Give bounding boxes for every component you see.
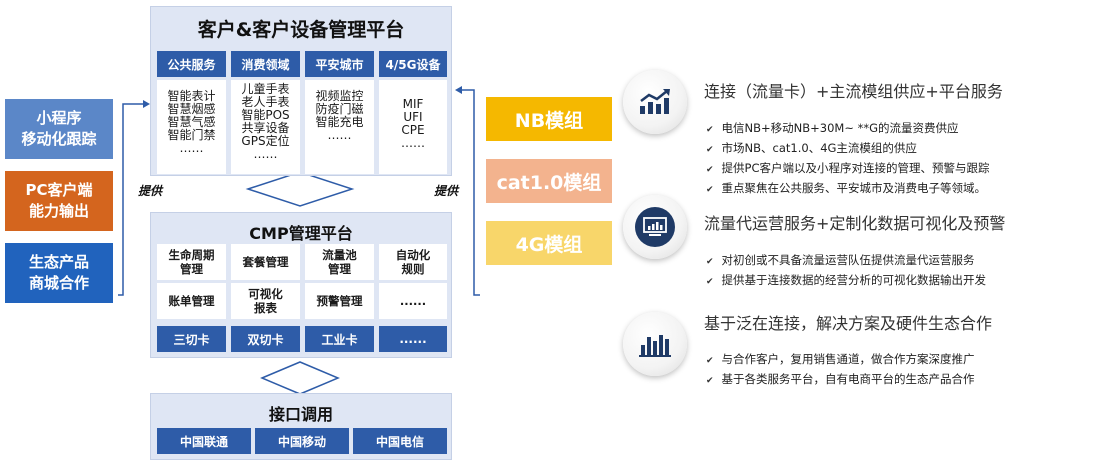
label-line: 生态产品 [28,253,89,271]
device-item: …… [401,136,425,150]
device-item: 共享设备 [241,121,290,135]
service-title: 基于泛在连接，解决方案及硬件生态合作 [704,314,993,333]
service-bullets: 电信NB+移动NB+30M~ **G的流量资费供应 市场NB、cat1.0、4G… [706,119,990,199]
operator-box: 中国电信 [353,428,447,454]
service-title: 连接（流量卡）+主流模组供应+平台服务 [704,82,1003,101]
bullet-item: 对初创或不具备流量运营队伍提供流量代运营服务 [706,251,986,271]
cmp-feature: 预警管理 [305,283,374,319]
device-item: 智能POS [241,108,290,122]
service-bullets: 与合作客户，复用销售通道，做合作方案深度推广 基于各类服务平台，自有电商平台的生… [706,350,975,390]
interface-panel: 接口调用 中国联通 中国移动 中国电信 [150,393,452,460]
service-bullets: 对初创或不具备流量运营队伍提供流量代运营服务 提供基于连接数据的经营分析的可视化… [706,251,987,291]
device-item: 老人手表 [241,95,290,109]
category-column: 智能表计 智慧烟感 智慧气感 智能门禁 …… [157,80,226,174]
device-item: GPS定位 [241,134,290,148]
device-item: MIF [402,97,424,111]
label-line: 能力输出 [28,202,89,220]
service-icon-circle [623,312,687,376]
provide-label-right: 提供 [434,184,459,198]
bullet-item: 电信NB+移动NB+30M~ **G的流量资费供应 [706,119,990,139]
header-consumer: 消费领域 [231,51,300,77]
cmp-title: CMP管理平台 [249,224,353,243]
bullet-item: 基于各类服务平台，自有电商平台的生态产品合作 [706,370,975,390]
label-line: PC客户端 [25,181,93,199]
cmp-platform: CMP管理平台 生命周期管理 套餐管理 流量池管理 自动化规则 账单管理 可视化… [150,212,452,358]
label-line: 商城合作 [28,274,89,292]
device-item: UFI [403,110,423,124]
bullet-item: 提供基于连接数据的经营分析的可视化数据输出开发 [706,271,987,291]
service-title: 流量代运营服务+定制化数据可视化及预警 [704,214,1006,233]
category-column: 儿童手表 老人手表 智能POS 共享设备 GPS定位 …… [231,80,300,174]
device-item: …… [179,141,204,155]
sim-card-type: 工业卡 [305,326,374,352]
icon-disc [635,207,675,247]
label-eco-products: 生态产品 商城合作 [5,243,113,303]
sim-card-type: ...... [379,326,447,352]
bullet-item: 重点聚焦在公共服务、平安城市及消费电子等领域。 [706,179,990,199]
device-item: CPE [401,123,425,137]
trend-chart-icon [640,89,670,114]
sim-card-type: 三切卡 [157,326,226,352]
cmp-feature: 自动化规则 [379,244,447,280]
cmp-feature: 套餐管理 [231,244,300,280]
provide-label-left: 提供 [138,184,163,198]
category-column: MIF UFI CPE …… [379,80,447,174]
device-item: 智慧气感 [167,115,216,129]
sim-card-type: 双切卡 [231,326,300,352]
bullet-item: 提供PC客户端以及小程序对连接的管理、预警与跟踪 [706,159,990,179]
header-4g5g: 4/5G设备 [379,51,447,77]
module-cat1: cat1.0模组 [486,159,612,203]
label-line: 小程序 [36,109,82,127]
label-line: 移动化跟踪 [21,130,97,148]
device-item: 防疫门磁 [315,102,364,116]
device-item: 智慧烟感 [167,102,216,116]
cmp-feature: 流量池管理 [305,244,374,280]
device-item: 智能充电 [315,115,364,129]
customer-device-platform: 客户&客户设备管理平台 公共服务 消费领域 平安城市 4/5G设备 智能表计 智… [150,6,452,176]
header-safe-city: 平安城市 [305,51,374,77]
operator-box: 中国联通 [157,428,251,454]
label-pc-client: PC客户端 能力输出 [5,171,113,231]
operator-box: 中国移动 [255,428,349,454]
monitor-chart-icon [643,217,667,236]
device-item: 视频监控 [315,89,364,103]
cmp-feature: 生命周期管理 [157,244,226,280]
cmp-feature: 可视化报表 [231,283,300,319]
module-nb: NB模组 [486,97,612,141]
device-item: …… [253,147,278,161]
bullet-item: 与合作客户，复用销售通道，做合作方案深度推广 [706,350,975,370]
device-item: …… [327,128,352,142]
bar-chart-icon [639,335,671,357]
interface-title: 接口调用 [268,405,333,424]
module-4g: 4G模组 [486,221,612,265]
bullet-item: 市场NB、cat1.0、4G主流模组的供应 [706,139,990,159]
platform-title: 客户&客户设备管理平台 [197,19,405,41]
label-mini-program: 小程序 移动化跟踪 [5,99,113,159]
service-icon-circle [623,70,687,134]
device-item: 儿童手表 [241,82,290,96]
service-icon-circle [623,195,687,259]
device-item: 智能门禁 [167,128,216,142]
header-public-service: 公共服务 [157,51,226,77]
cmp-feature: 账单管理 [157,283,226,319]
category-column: 视频监控 防疫门磁 智能充电 …… [305,80,374,174]
device-item: 智能表计 [167,89,216,103]
cmp-feature: ...... [379,283,447,319]
